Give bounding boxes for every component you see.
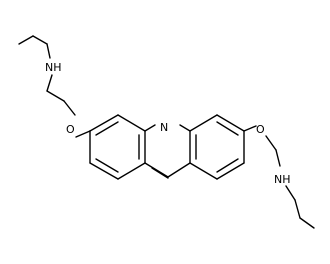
bond-o-left-ring <box>75 130 91 138</box>
bond-ring-left-2 <box>117 114 146 132</box>
bond-linker-right-2 <box>275 149 281 167</box>
bond-o-right-ring <box>243 125 257 132</box>
bonds <box>18 35 315 229</box>
bond-linker-left-1 <box>46 90 65 102</box>
bond-ring-left-double-1 <box>95 121 119 136</box>
bond-nh-right-ch2 <box>285 185 296 201</box>
bond-ring-right-2 <box>216 114 245 132</box>
bond-propyl-left-2 <box>32 35 48 45</box>
bond-ring-left-1 <box>89 114 119 132</box>
bond-ring-right-double-2 <box>216 121 239 136</box>
bond-ring-right-5 <box>189 162 218 180</box>
bond-ring-right-1 <box>189 114 218 132</box>
bond-linker-left-2 <box>63 100 76 116</box>
bond-ring-left-double-2 <box>95 158 119 173</box>
bond-center-1 <box>144 124 156 132</box>
atom-label-nh-right: NH <box>274 173 291 186</box>
bond-propyl-left-1 <box>18 35 34 45</box>
atom-label-o-left: O <box>66 123 75 136</box>
bond-ring-right-double-3 <box>216 158 239 173</box>
atom-labels: NH O N O NH <box>45 61 291 186</box>
bond-center-4 <box>167 162 191 178</box>
bond-center-2 <box>179 124 191 132</box>
bond-ring-right-4 <box>216 162 245 180</box>
bond-propyl-right-2 <box>299 217 315 229</box>
bond-propyl-left-3 <box>46 43 51 59</box>
bond-ring-left-4 <box>117 162 146 180</box>
bond-ring-left-5 <box>89 162 119 180</box>
atom-label-nh-left: NH <box>45 61 62 74</box>
atom-label-o-right: O <box>256 123 265 136</box>
bond-linker-right-1 <box>265 135 277 151</box>
atom-label-n-center: N <box>160 121 168 134</box>
bond-center-double <box>151 167 169 179</box>
bond-nh-left-ch2 <box>46 74 53 92</box>
bond-propyl-right-1 <box>294 199 301 219</box>
